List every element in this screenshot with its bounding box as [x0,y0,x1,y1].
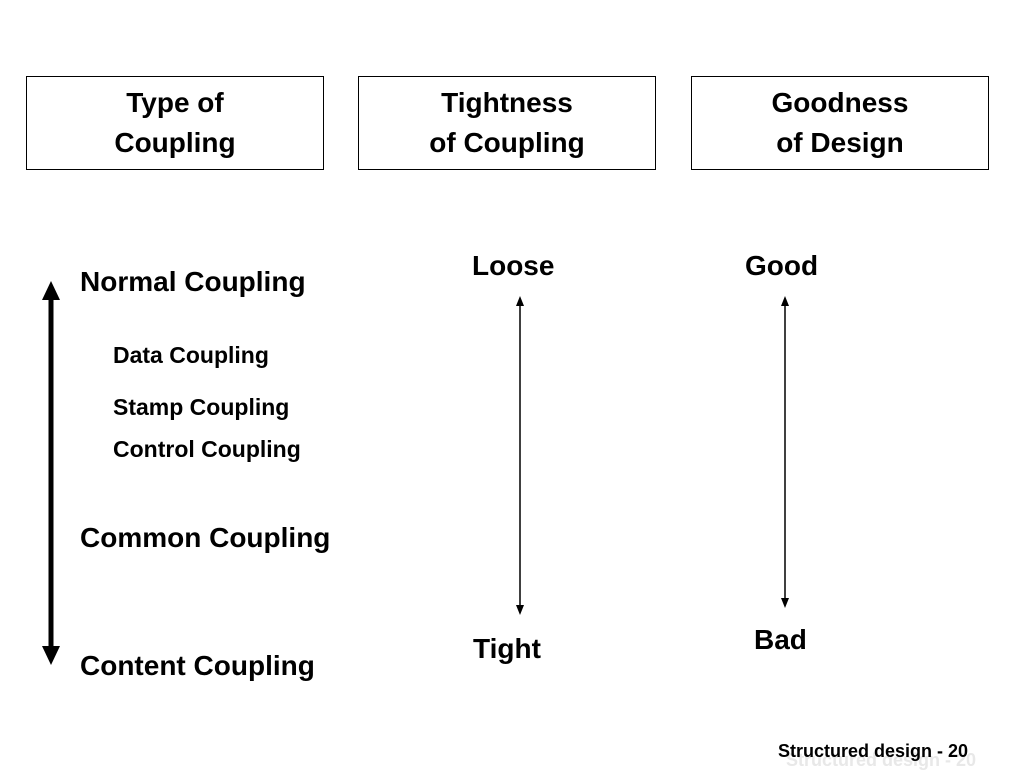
data-coupling-label: Data Coupling [113,342,269,368]
common-coupling-label: Common Coupling [80,522,331,553]
header-tightness-of-coupling: Tightness of Coupling [358,76,656,170]
goodness-arrow [781,296,789,608]
control-coupling-label: Control Coupling [113,436,301,462]
bad-label: Bad [754,624,807,655]
normal-coupling-label: Normal Coupling [80,266,306,297]
slide-footer: Structured design - 20 [778,741,969,761]
tight-label: Tight [473,633,541,664]
header-goodness-of-design: Goodness of Design [691,76,989,170]
header-type-of-coupling: Type of Coupling [26,76,324,170]
content-coupling-label: Content Coupling [80,650,315,681]
tightness-arrow [516,296,524,615]
loose-label: Loose [472,250,555,281]
header-tightness-of-coupling-label: Tightness of Coupling [429,87,585,158]
stamp-coupling-label: Stamp Coupling [113,394,290,420]
header-type-of-coupling-label: Type of Coupling [114,87,236,158]
coupling-type-arrow [42,281,60,665]
good-label: Good [745,250,819,281]
footer-shadow: Structured design - 20 [786,750,977,770]
header-goodness-of-design-label: Goodness of Design [771,87,909,158]
